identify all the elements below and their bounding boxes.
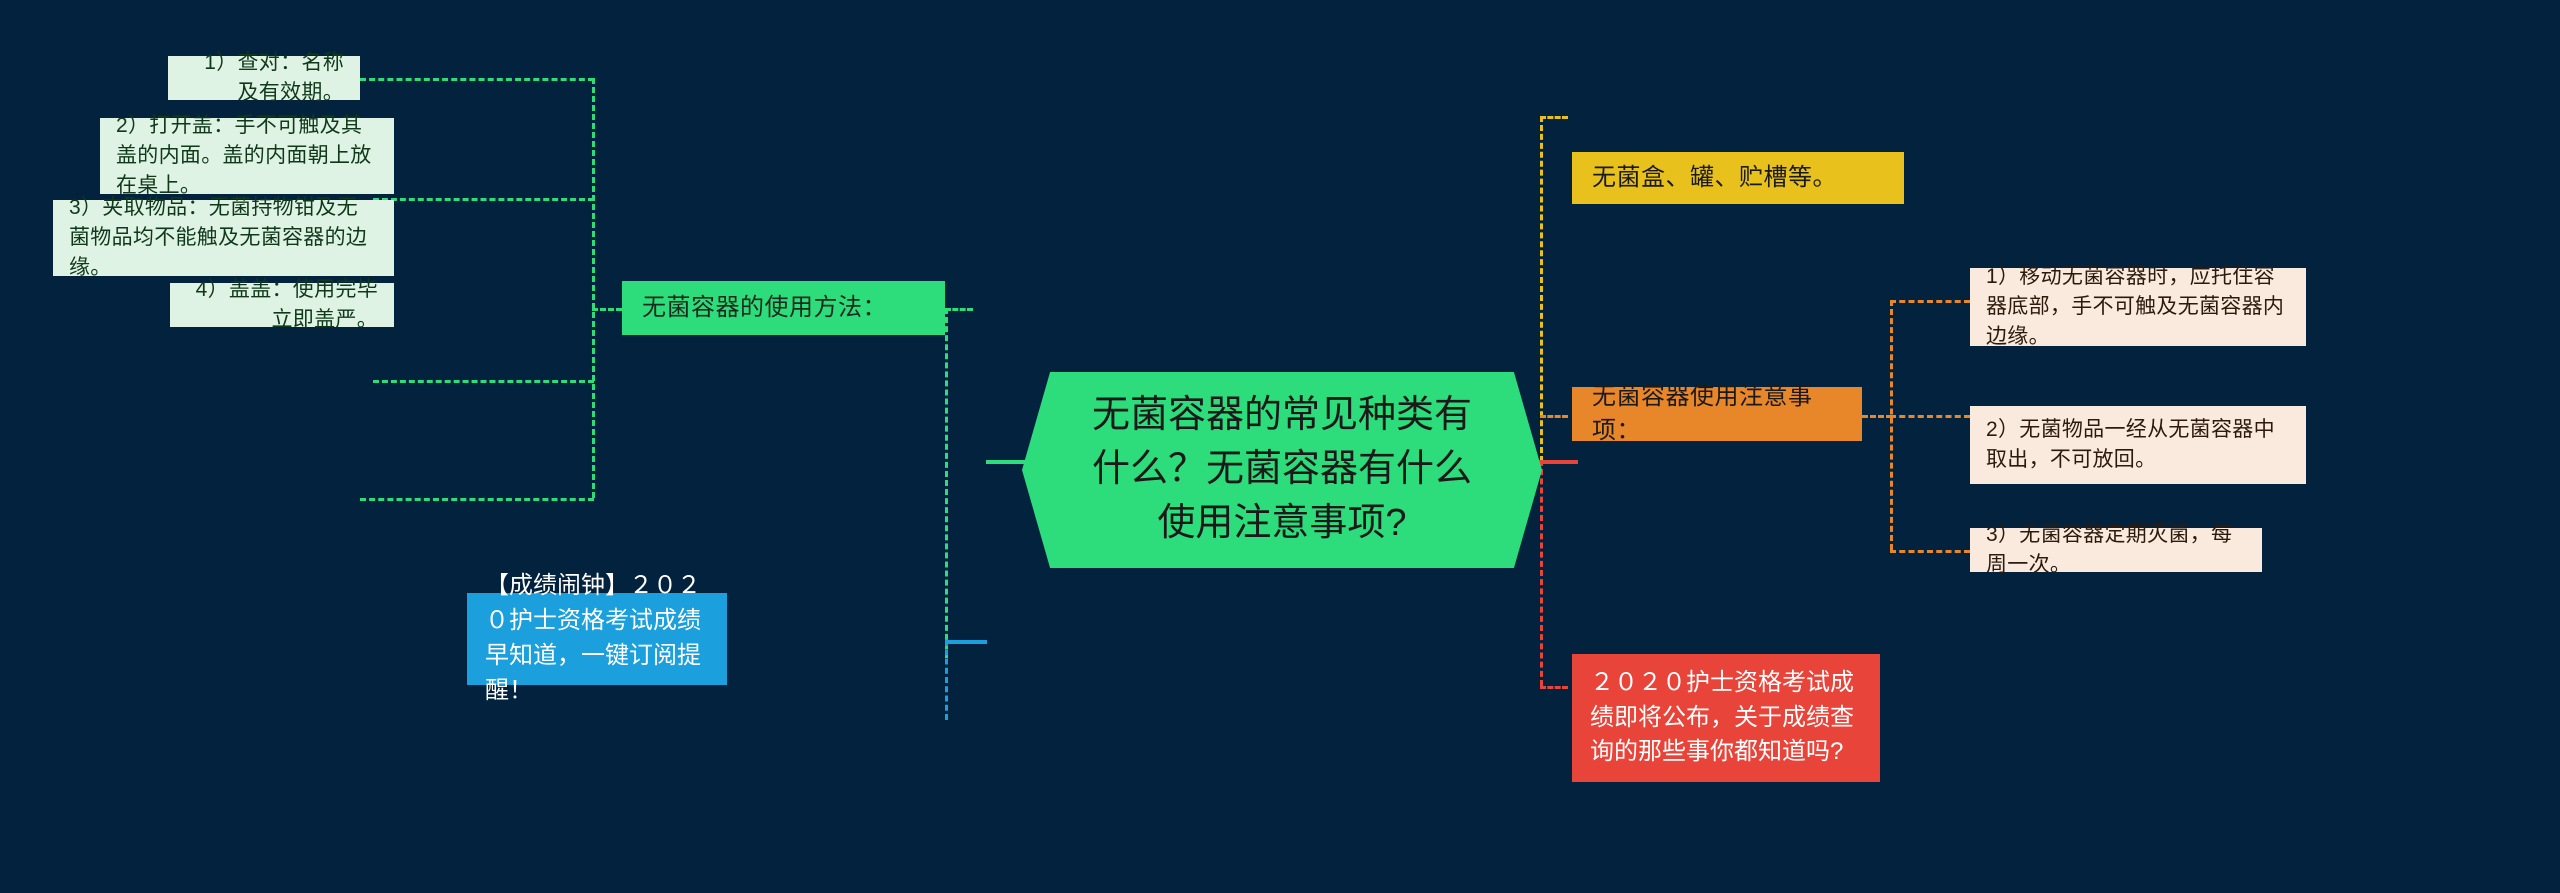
- leaf-usage-method-3[interactable]: 3）夹取物品：无菌持物钳及无菌物品均不能触及无菌容器的边缘。: [53, 196, 394, 279]
- leaf-usage-method-1-label: 1）查对：名称及有效期。: [204, 51, 344, 104]
- connector-green-spine-to-blue-promo: [945, 640, 987, 644]
- connector-left-child-2: [373, 198, 594, 201]
- connector-yellow-spine: [1540, 116, 1543, 462]
- leaf-usage-method-1[interactable]: 1）查对：名称及有效期。: [168, 51, 360, 104]
- branch-usage-method-label: 无菌容器的使用方法：: [642, 293, 887, 321]
- leaf-usage-method-4-label: 4）盖盖：使用完毕立即盖严。: [195, 278, 378, 331]
- connector-green-spine-right: [945, 308, 948, 658]
- promo-red-node[interactable]: ２０２０护士资格考试成绩即将公布，关于成绩查询的那些事你都知道吗?: [1572, 654, 1880, 782]
- connector-left-child-4: [360, 498, 594, 501]
- connector-right-children-spine: [1890, 300, 1893, 550]
- leaf-usage-notes-2-label: 2）无菌物品一经从无菌容器中取出，不可放回。: [1986, 418, 2275, 471]
- connector-blue-promo-spine: [945, 640, 948, 720]
- promo-blue-node[interactable]: 【成绩闹钟】２０２０护士资格考试成绩早知道，一键订阅提醒！: [467, 572, 727, 704]
- promo-red-label: ２０２０护士资格考试成绩即将公布，关于成绩查询的那些事你都知道吗?: [1590, 668, 1854, 766]
- connector-green-branch-in: [945, 308, 973, 311]
- branch-container-types[interactable]: 无菌盒、罐、贮槽等。: [1572, 152, 1904, 204]
- root-node-label: 无菌容器的常见种类有什么？无菌容器有什么使用注意事项?: [1091, 394, 1472, 544]
- connector-right-child-2: [1890, 415, 1970, 418]
- branch-container-types-label: 无菌盒、罐、贮槽等。: [1592, 163, 1837, 191]
- leaf-usage-notes-3[interactable]: 3）无菌容器定期灭菌，每周一次。: [1970, 523, 2262, 576]
- connector-root-to-green-branch: [986, 460, 1026, 464]
- leaf-usage-method-2-label: 2）打开盖：手不可触及其盖的内面。盖的内面朝上放在桌上。: [116, 114, 372, 197]
- root-node[interactable]: 无菌容器的常见种类有什么？无菌容器有什么使用注意事项?: [1022, 372, 1542, 568]
- leaf-usage-notes-1-label: 1）移动无菌容器时，应托住容器底部，手不可触及无菌容器内边缘。: [1986, 265, 2285, 348]
- branch-usage-notes[interactable]: 无菌容器使用注意事项：: [1572, 383, 1862, 444]
- connector-left-children-spine: [592, 78, 595, 498]
- leaf-usage-notes-3-label: 3）无菌容器定期灭菌，每周一次。: [1986, 523, 2233, 576]
- connector-yellow-branch-in: [1540, 116, 1568, 119]
- connector-left-child-3: [373, 380, 594, 383]
- branch-usage-notes-label: 无菌容器使用注意事项：: [1592, 382, 1813, 444]
- leaf-usage-method-3-label: 3）夹取物品：无菌持物钳及无菌物品均不能触及无菌容器的边缘。: [69, 196, 368, 279]
- promo-blue-label: 【成绩闹钟】２０２０护士资格考试成绩早知道，一键订阅提醒！: [485, 572, 701, 704]
- connector-right-child-3: [1890, 550, 1970, 553]
- connector-right-child-1: [1890, 300, 1970, 303]
- connector-red-spine: [1540, 460, 1543, 686]
- leaf-usage-notes-2[interactable]: 2）无菌物品一经从无菌容器中取出，不可放回。: [1970, 406, 2306, 484]
- connector-green-branch-out: [592, 308, 622, 311]
- leaf-usage-notes-1[interactable]: 1）移动无菌容器时，应托住容器底部，手不可触及无菌容器内边缘。: [1970, 265, 2306, 348]
- connector-red-branch-in: [1540, 686, 1568, 689]
- leaf-usage-method-4[interactable]: 4）盖盖：使用完毕立即盖严。: [170, 278, 394, 331]
- connector-orange-branch-out: [1862, 415, 1892, 418]
- connector-orange-branch-in: [1540, 415, 1568, 418]
- connector-root-to-right-spine: [1538, 460, 1578, 464]
- branch-usage-method[interactable]: 无菌容器的使用方法：: [622, 281, 945, 335]
- leaf-usage-method-2[interactable]: 2）打开盖：手不可触及其盖的内面。盖的内面朝上放在桌上。: [100, 114, 394, 197]
- connector-left-child-1: [360, 78, 594, 81]
